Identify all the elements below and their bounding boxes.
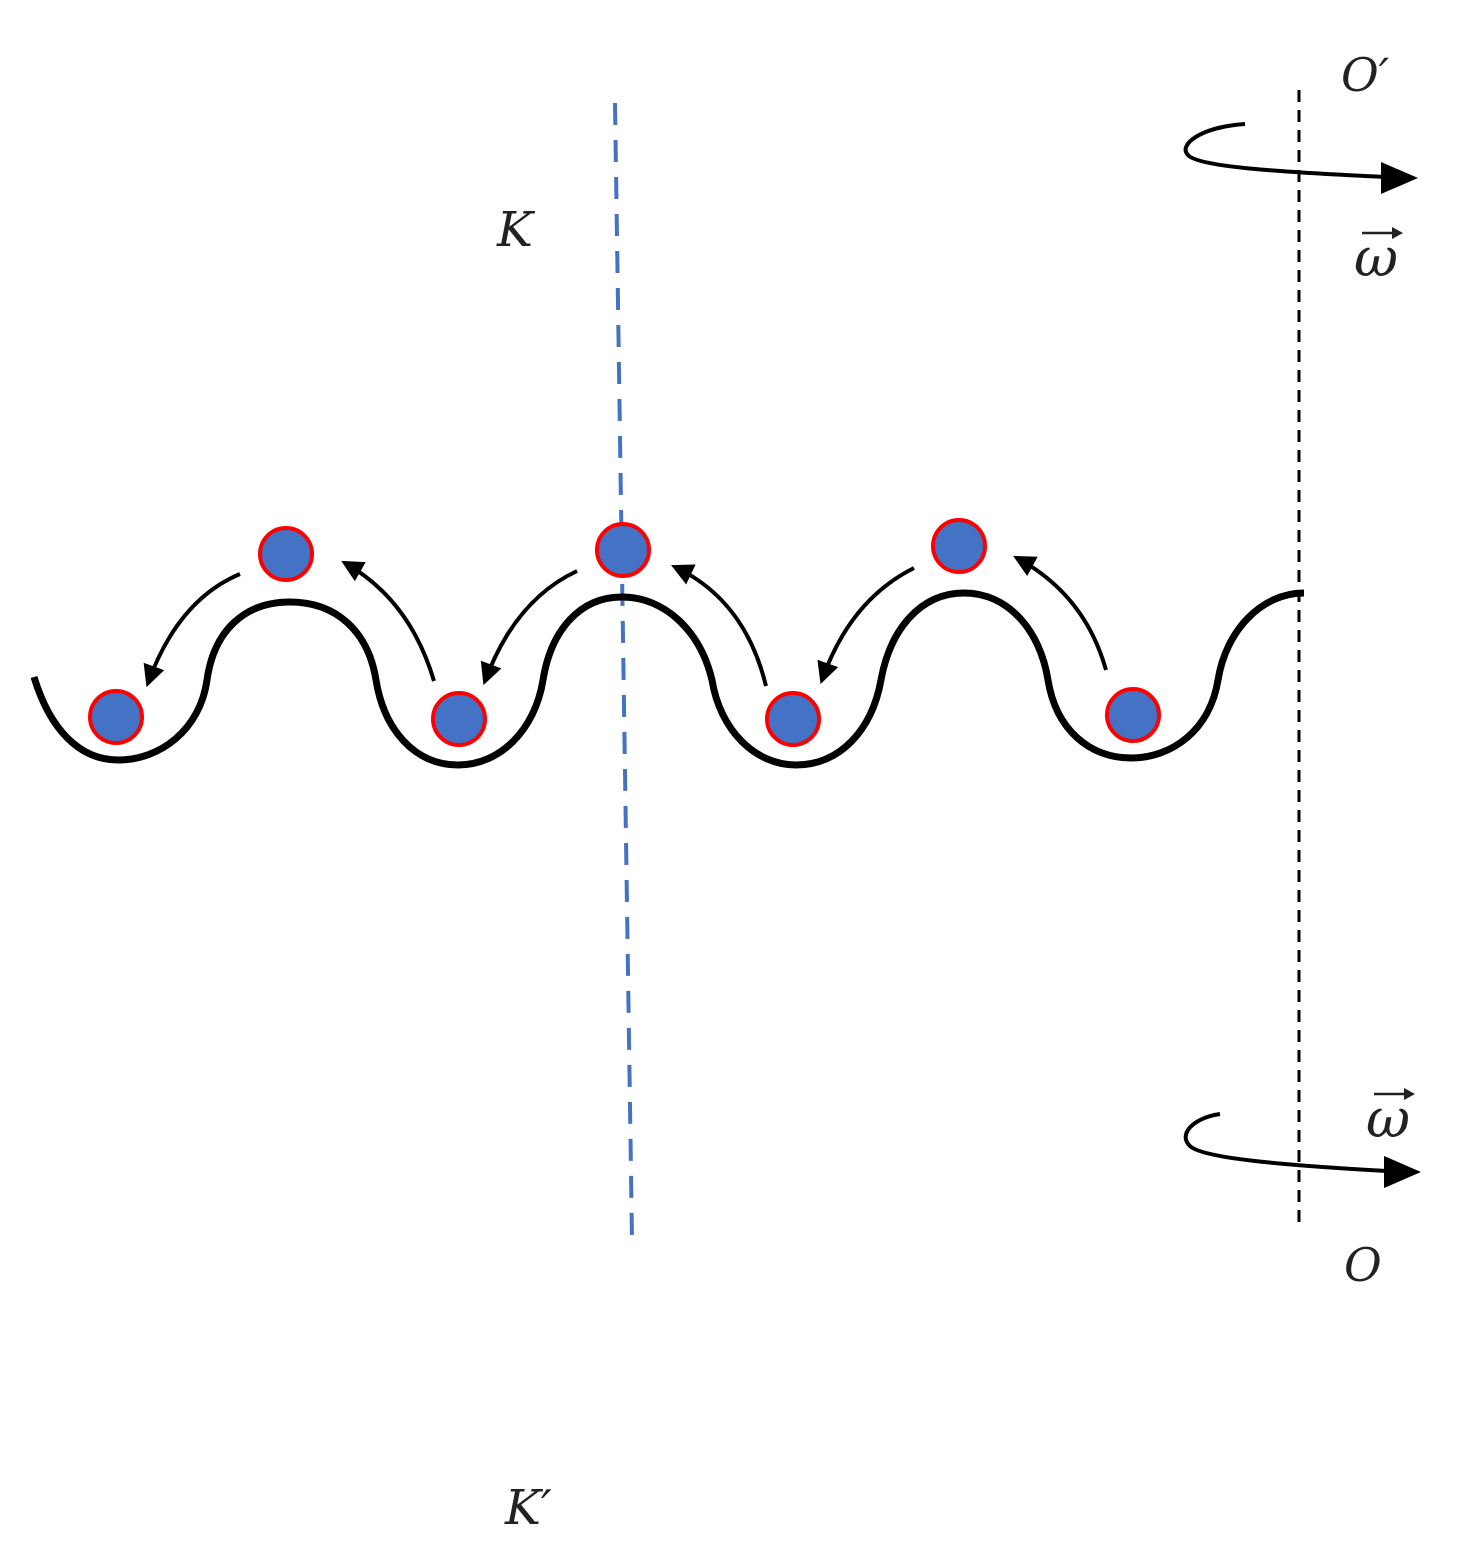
ball	[765, 691, 821, 747]
line-top-label: K	[496, 202, 536, 258]
ball	[88, 689, 144, 745]
wavy-track	[30, 589, 1305, 769]
motion-arrow	[817, 566, 915, 685]
motion-arrow	[1013, 555, 1108, 671]
ball	[1105, 687, 1161, 743]
axis-top-label: O′	[1341, 48, 1390, 102]
motion-arrow	[341, 560, 436, 682]
omega-top-label: ω	[1354, 226, 1398, 289]
trough-balls	[88, 687, 1161, 747]
axis-bottom-label: O	[1344, 1238, 1382, 1292]
ball	[431, 691, 487, 747]
ball	[595, 522, 651, 578]
omega-vector-bottom	[1374, 1088, 1415, 1100]
ball	[931, 518, 987, 574]
motion-arrow	[671, 564, 768, 687]
line-bottom-label: K′	[504, 1480, 552, 1536]
ball	[258, 526, 314, 582]
rotation-indicator-bottom	[1183, 1112, 1421, 1188]
guide-line-k	[613, 102, 634, 1241]
omega-bottom-label: ω	[1366, 1087, 1410, 1150]
omega-vector-top	[1362, 227, 1403, 239]
crest-balls	[258, 518, 987, 582]
motion-arrow	[143, 572, 241, 688]
rotation-indicator-top	[1183, 122, 1418, 194]
motion-arrow	[480, 569, 578, 686]
